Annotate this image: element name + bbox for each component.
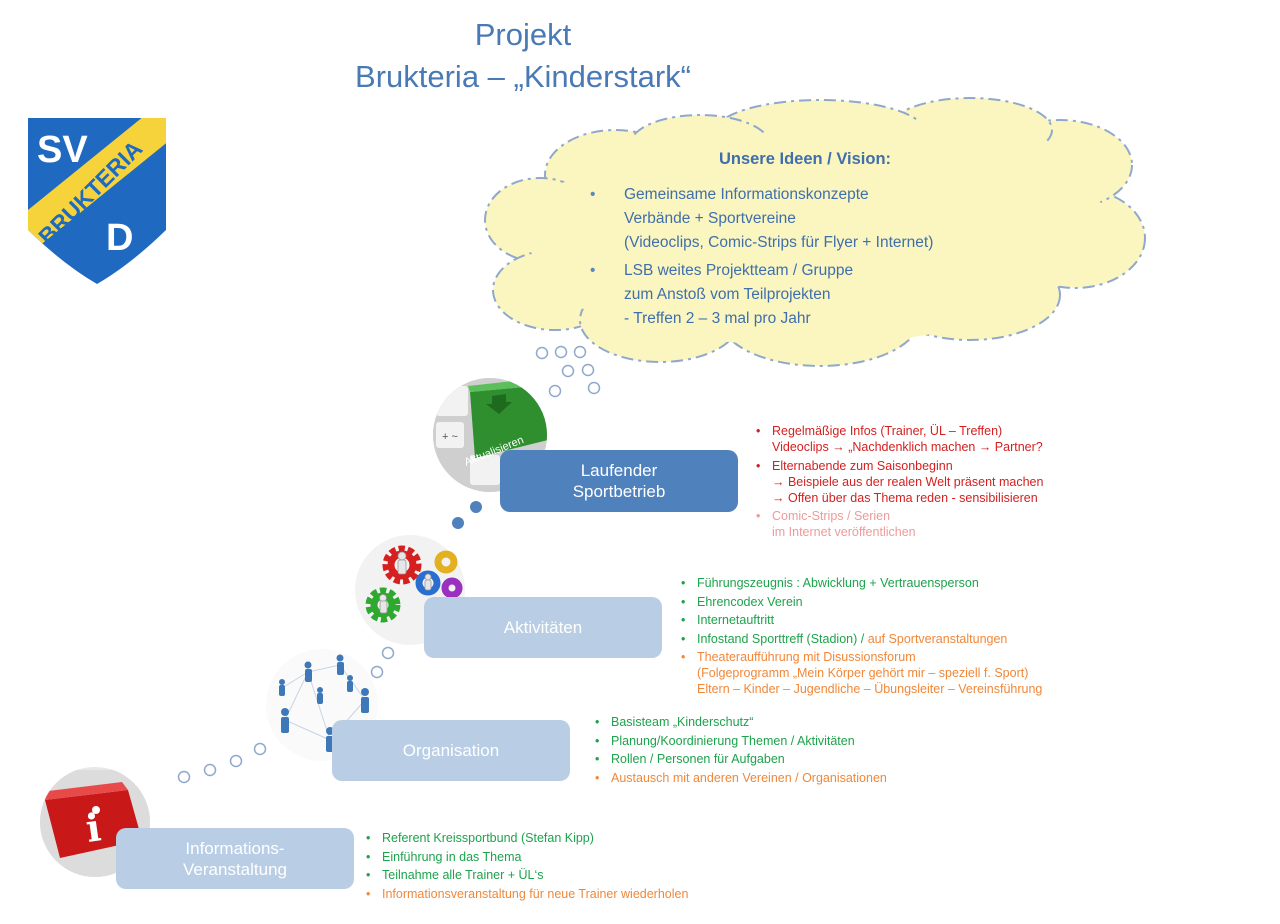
- laufender-item: Comic-Strips / Serien im Internet veröff…: [752, 508, 1272, 540]
- information-list: Referent Kreissportbund (Stefan Kipp) Ei…: [362, 830, 882, 904]
- organisation-item: Basisteam „Kinderschutz“: [591, 714, 1111, 730]
- aktivitaeten-item: Theateraufführung mit Disussionsforum (F…: [677, 649, 1217, 697]
- connector-dots: [177, 501, 482, 784]
- vision-item: Gemeinsame Informationskonzepte Verbände…: [590, 183, 1060, 255]
- aktivitaeten-list: Führungszeugnis : Abwicklung + Vertrauen…: [677, 575, 1217, 700]
- stage-informationsveranstaltung: Informations- Veranstaltung: [116, 828, 354, 889]
- organisation-list: Basisteam „Kinderschutz“ Planung/Koordin…: [591, 714, 1111, 788]
- organisation-item: Austausch mit anderen Vereinen / Organis…: [591, 770, 1111, 786]
- title-line-1: Projekt: [474, 17, 572, 52]
- vision-list: Gemeinsame Informationskonzepte Verbände…: [590, 183, 1060, 331]
- laufender-item: Regelmäßige Infos (Trainer, ÜL – Treffen…: [752, 423, 1272, 455]
- logo-text-d: D: [106, 217, 133, 259]
- stage-aktivitaeten: Aktivitäten: [424, 597, 662, 658]
- laufender-item: Elternabende zum Saisonbeginn → Beispiel…: [752, 458, 1272, 506]
- cloud-bubbles: [535, 345, 601, 398]
- aktivitaeten-item: Internetauftritt: [677, 612, 1217, 628]
- aktivitaeten-item: Führungszeugnis : Abwicklung + Vertrauen…: [677, 575, 1217, 591]
- vision-cloud-text: Unsere Ideen / Vision: Gemeinsame Inform…: [590, 150, 1060, 335]
- information-item: Einführung in das Thema: [362, 849, 882, 865]
- aktivitaeten-item: Ehrencodex Verein: [677, 594, 1217, 610]
- stage-laufender-sportbetrieb: Laufender Sportbetrieb: [500, 450, 738, 512]
- svg-text:+ ~: + ~: [442, 431, 458, 443]
- page-title: Projekt Brukteria – „Kinderstark“: [0, 14, 1046, 98]
- organisation-item: Planung/Koordinierung Themen / Aktivität…: [591, 733, 1111, 749]
- stage-organisation: Organisation: [332, 720, 570, 781]
- vision-item: LSB weites Projektteam / Gruppe zum Anst…: [590, 259, 1060, 331]
- vision-heading: Unsere Ideen / Vision:: [718, 150, 892, 168]
- info-key-label: i: [83, 804, 104, 851]
- aktivitaeten-item: Infostand Sporttreff (Stadion) / auf Spo…: [677, 631, 1217, 647]
- title-line-2: Brukteria – „Kinderstark“: [355, 59, 691, 94]
- club-logo: SV D BRUKTERIA: [28, 118, 166, 284]
- information-item: Referent Kreissportbund (Stefan Kipp): [362, 830, 882, 846]
- aktivitaeten-item-extra: auf Sportveranstaltungen: [867, 631, 1008, 646]
- information-item: Informationsveranstaltung für neue Train…: [362, 886, 882, 902]
- aktivitaeten-item-main: Infostand Sporttreff (Stadion) /: [697, 631, 868, 646]
- information-item: Teilnahme alle Trainer + ÜL‘s: [362, 867, 882, 883]
- logo-text-sv: SV: [37, 129, 88, 171]
- organisation-item: Rollen / Personen für Aufgaben: [591, 751, 1111, 767]
- laufender-list: Regelmäßige Infos (Trainer, ÜL – Treffen…: [752, 423, 1272, 543]
